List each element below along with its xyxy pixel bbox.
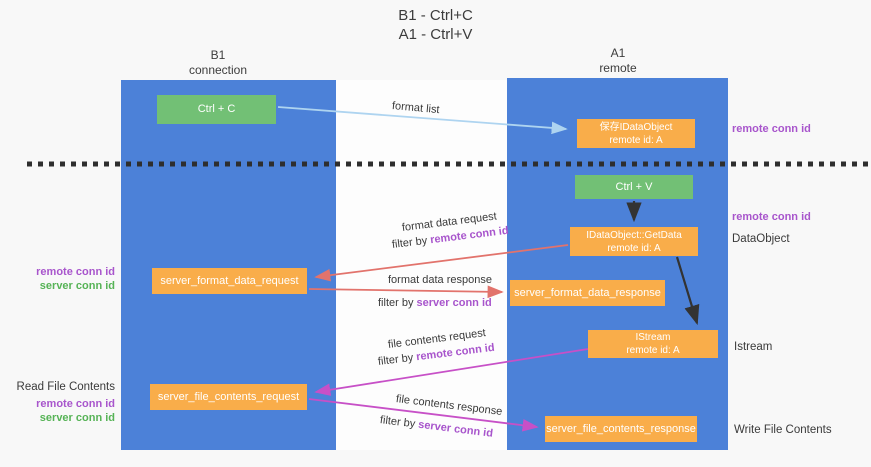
- column-a1-role: remote: [599, 61, 637, 75]
- node-format-request-label: server_format_data_request: [160, 274, 299, 287]
- label-left-remote-conn-id-mid: remote conn id: [36, 266, 115, 278]
- node-file-request-label: server_file_contents_request: [157, 390, 300, 403]
- node-getdata-line2: remote id: A: [607, 242, 661, 254]
- node-server-file-contents-request: server_file_contents_request: [150, 384, 307, 410]
- label-right-remote-conn-id-mid: remote conn id: [732, 211, 811, 223]
- title-line-2: A1 - Ctrl+V: [398, 26, 473, 43]
- edge-label-filter-server-1: filter by server conn id: [378, 297, 492, 309]
- node-server-file-contents-response: server_file_contents_response: [545, 416, 697, 442]
- label-left-server-conn-id-bottom: server conn id: [39, 412, 115, 424]
- title-line-1: B1 - Ctrl+C: [398, 7, 473, 24]
- node-format-response-label: server_format_data_response: [514, 286, 661, 299]
- node-ctrl-c: Ctrl + C: [157, 95, 276, 124]
- node-save-idataobject-line2: remote id: A: [609, 134, 663, 146]
- node-server-format-data-request: server_format_data_request: [152, 268, 307, 294]
- node-istream: IStream remote id: A: [588, 330, 718, 358]
- server-conn-id-text: server conn id: [416, 297, 492, 309]
- node-file-response-label: server_file_contents_response: [546, 422, 696, 435]
- node-idataobject-getdata: IDataObject::GetData remote id: A: [570, 227, 698, 256]
- label-left-server-conn-id-mid: server conn id: [39, 280, 115, 292]
- label-istream: Istream: [734, 341, 773, 353]
- label-read-file-contents: Read File Contents: [16, 381, 115, 393]
- node-ctrl-v: Ctrl + V: [575, 175, 693, 199]
- node-getdata-line1: IDataObject::GetData: [586, 229, 682, 241]
- diagram-title: B1 - Ctrl+C A1 - Ctrl+V: [0, 6, 871, 44]
- column-a1-name: A1: [610, 46, 626, 60]
- node-server-format-data-response: server_format_data_response: [510, 280, 665, 306]
- middle-background: [336, 80, 507, 450]
- column-b1-name: B1: [210, 48, 226, 62]
- column-header-a1: A1 remote: [518, 46, 718, 76]
- label-dataobject: DataObject: [732, 233, 790, 245]
- node-ctrl-c-label: Ctrl + C: [197, 103, 236, 115]
- label-right-remote-conn-id-top: remote conn id: [732, 123, 811, 135]
- label-left-remote-conn-id-bottom: remote conn id: [36, 398, 115, 410]
- edge-label-format-data-response: format data response: [388, 274, 492, 286]
- column-header-b1: B1 connection: [118, 48, 318, 78]
- node-save-idataobject-line1: 保存IDataObject: [599, 121, 673, 133]
- node-istream-line1: IStream: [635, 332, 671, 343]
- node-istream-line2: remote id: A: [626, 345, 680, 356]
- node-ctrl-v-label: Ctrl + V: [615, 180, 653, 193]
- node-save-idataobject: 保存IDataObject remote id: A: [577, 119, 695, 148]
- label-write-file-contents: Write File Contents: [734, 424, 832, 436]
- filter-by-text: filter by: [378, 297, 414, 309]
- column-b1-role: connection: [188, 63, 248, 77]
